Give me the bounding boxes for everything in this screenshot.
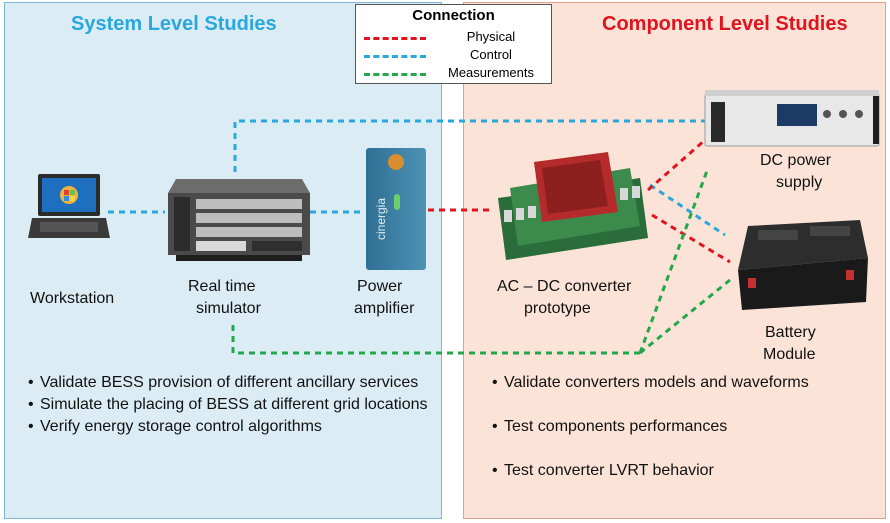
amplifier-brand-label: cinergia: [374, 197, 388, 240]
physical-line-converter-dcsupply: [647, 138, 706, 192]
legend-title: Connection: [412, 7, 495, 24]
measurement-line-swatch: [364, 73, 426, 76]
amplifier-label-line1: Power: [357, 278, 403, 295]
laptop-icon: [28, 174, 110, 238]
amplifier-label-line2: amplifier: [354, 300, 415, 317]
converter-label-line1: AC – DC converter: [497, 278, 632, 295]
legend-label-control: Control: [470, 47, 512, 62]
system-bullet-item: Simulate the placing of BESS at differen…: [28, 394, 438, 416]
control-line-simulator-dcsupply: [233, 119, 705, 172]
converter-label-line2: prototype: [524, 300, 591, 317]
battery-module-icon: [738, 220, 868, 310]
measurement-line-to-dcsupply: [638, 167, 710, 354]
measurement-line-to-battery: [639, 278, 731, 355]
legend-item-control: Control: [356, 47, 551, 65]
workstation-label: Workstation: [30, 290, 115, 307]
dc-power-supply-icon: [704, 90, 880, 147]
component-bullet-item: Test components performances: [492, 416, 872, 438]
physical-line-swatch: [364, 37, 426, 40]
battery-label-line2: Module: [763, 346, 816, 363]
connection-legend: Connection Physical Control Measurements: [355, 4, 552, 84]
simulator-label-line1: Real time: [188, 278, 256, 295]
legend-label-physical: Physical: [466, 29, 516, 44]
system-level-bullets: Validate BESS provision of different anc…: [28, 372, 438, 438]
battery-label-line1: Battery: [765, 324, 816, 341]
system-bullet-item: Validate BESS provision of different anc…: [28, 372, 438, 394]
component-level-title: Component Level Studies: [602, 13, 848, 35]
system-level-title: System Level Studies: [71, 13, 277, 35]
legend-label-measurements: Measurements: [448, 65, 534, 80]
component-bullet-item: Test converter LVRT behavior: [492, 460, 872, 482]
dc-supply-label-line1: DC power: [760, 152, 832, 169]
component-level-bullets: Validate converters models and waveforms…: [492, 372, 872, 482]
control-line-converter-battery: [649, 183, 726, 237]
component-bullet-item: Validate converters models and waveforms: [492, 372, 872, 394]
legend-item-measurements: Measurements: [356, 65, 551, 83]
system-bullet-item: Verify energy storage control algorithms: [28, 416, 438, 438]
control-line-swatch: [364, 55, 426, 58]
legend-item-physical: Physical: [356, 29, 551, 47]
emergency-stop-icon: [388, 154, 404, 170]
simulator-label-line2: simulator: [196, 300, 261, 317]
measurement-line-main: [231, 325, 640, 355]
physical-line-converter-battery: [651, 213, 731, 264]
status-light-icon: [394, 194, 400, 210]
dc-supply-label-line2: supply: [776, 174, 823, 191]
converter-prototype-icon: [498, 152, 648, 260]
real-time-simulator-icon: [168, 179, 310, 261]
power-amplifier-icon: cinergia: [366, 148, 426, 270]
